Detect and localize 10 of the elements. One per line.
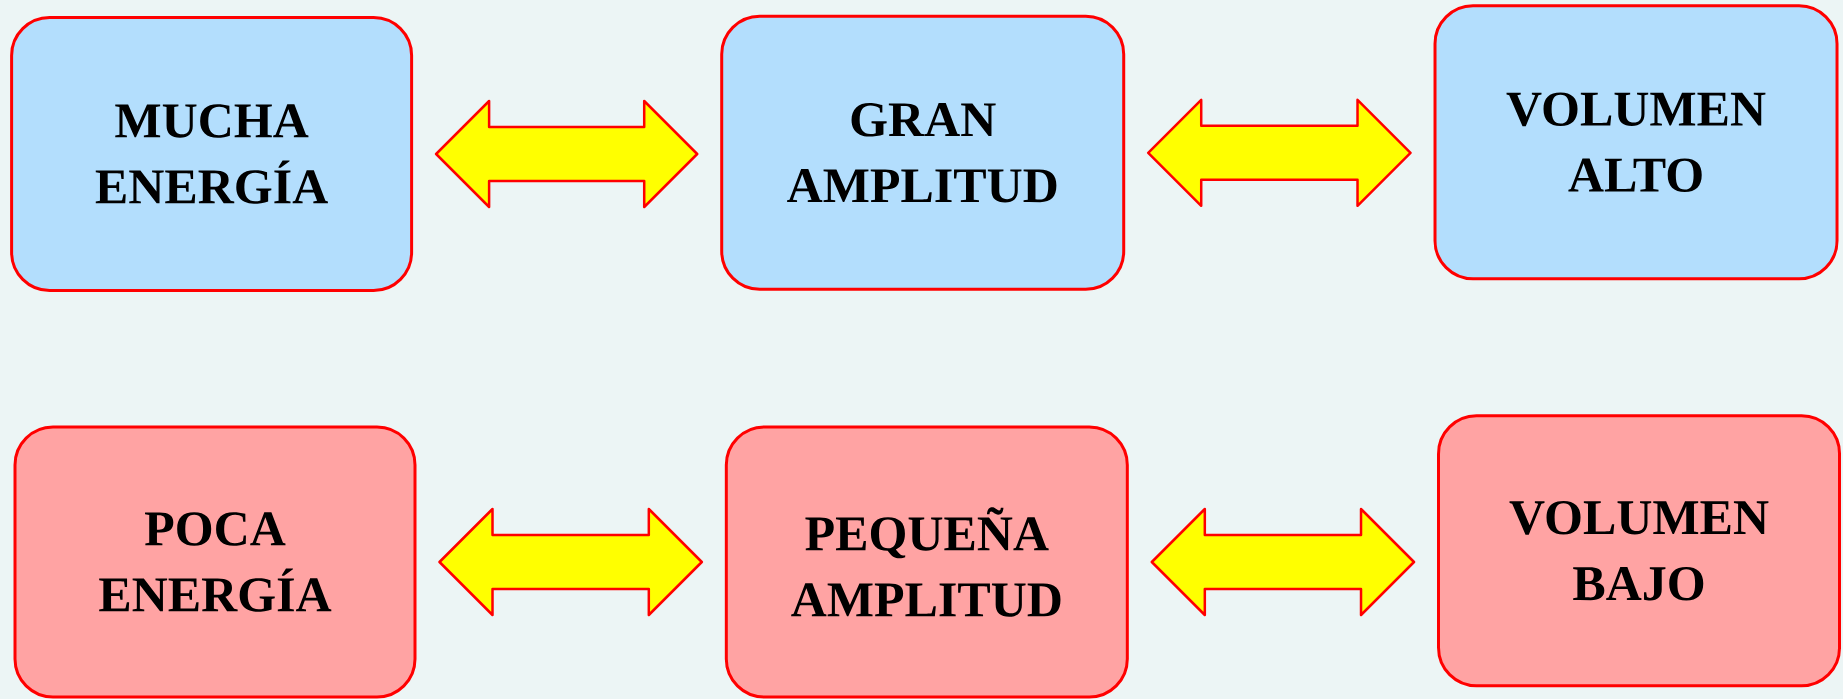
text-box: VOLUMEN ALTO	[1433, 4, 1839, 281]
double-arrow	[1150, 507, 1416, 617]
double-arrow	[1146, 98, 1412, 208]
text-box: VOLUMEN BAJO	[1437, 414, 1842, 688]
double-arrow	[438, 507, 704, 617]
double-arrow	[434, 99, 699, 209]
text-box: MUCHA ENERGÍA	[10, 16, 414, 292]
text-box: GRAN AMPLITUD	[720, 14, 1126, 291]
text-box: POCA ENERGÍA	[13, 425, 417, 699]
text-box: PEQUEÑA AMPLITUD	[724, 425, 1129, 699]
